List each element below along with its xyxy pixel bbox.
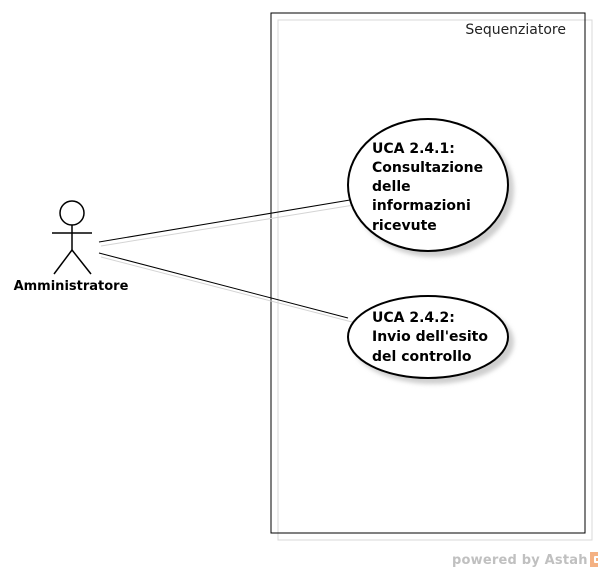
use-case-line: UCA 2.4.1: <box>372 141 455 157</box>
association-shadow-2 <box>100 256 353 323</box>
association-line-2[interactable] <box>98 252 349 319</box>
use-case-label: UCA 2.4.2: Invio dell'esito del controll… <box>372 310 493 365</box>
actor-left-leg <box>53 249 73 275</box>
use-case-line: Invio dell'esito <box>372 329 488 345</box>
powered-by-footer: powered by Astah <box>452 552 598 568</box>
powered-by-text: powered by Astah <box>452 553 588 568</box>
association-shadow-1 <box>100 204 355 247</box>
actor-right-leg <box>71 249 92 275</box>
actor-label: Amministratore <box>14 279 129 294</box>
use-case-line: UCA 2.4.2: <box>372 310 455 326</box>
use-case-line: informazioni <box>372 198 471 214</box>
use-case-uca-2-4-2[interactable]: UCA 2.4.2: Invio dell'esito del controll… <box>347 295 514 384</box>
astah-logo-icon <box>589 552 598 567</box>
association-line-1[interactable] <box>98 199 351 243</box>
use-case-line: ricevute <box>372 218 437 234</box>
use-case-ellipse <box>347 118 509 252</box>
use-case-label: UCA 2.4.1: Consultazione delle informazi… <box>372 141 488 234</box>
system-title: Sequenziatore <box>465 22 566 38</box>
use-case-uca-2-4-1[interactable]: UCA 2.4.1: Consultazione delle informazi… <box>347 118 514 257</box>
actor-stick-figure[interactable] <box>52 200 92 275</box>
use-case-line: del controllo <box>372 349 472 365</box>
use-case-line: Consultazione <box>372 160 483 176</box>
use-case-ellipse <box>347 295 509 379</box>
actor-head <box>59 200 85 226</box>
system-boundary[interactable] <box>270 12 586 534</box>
system-boundary-shadow <box>277 19 593 541</box>
use-case-line: delle <box>372 179 411 195</box>
